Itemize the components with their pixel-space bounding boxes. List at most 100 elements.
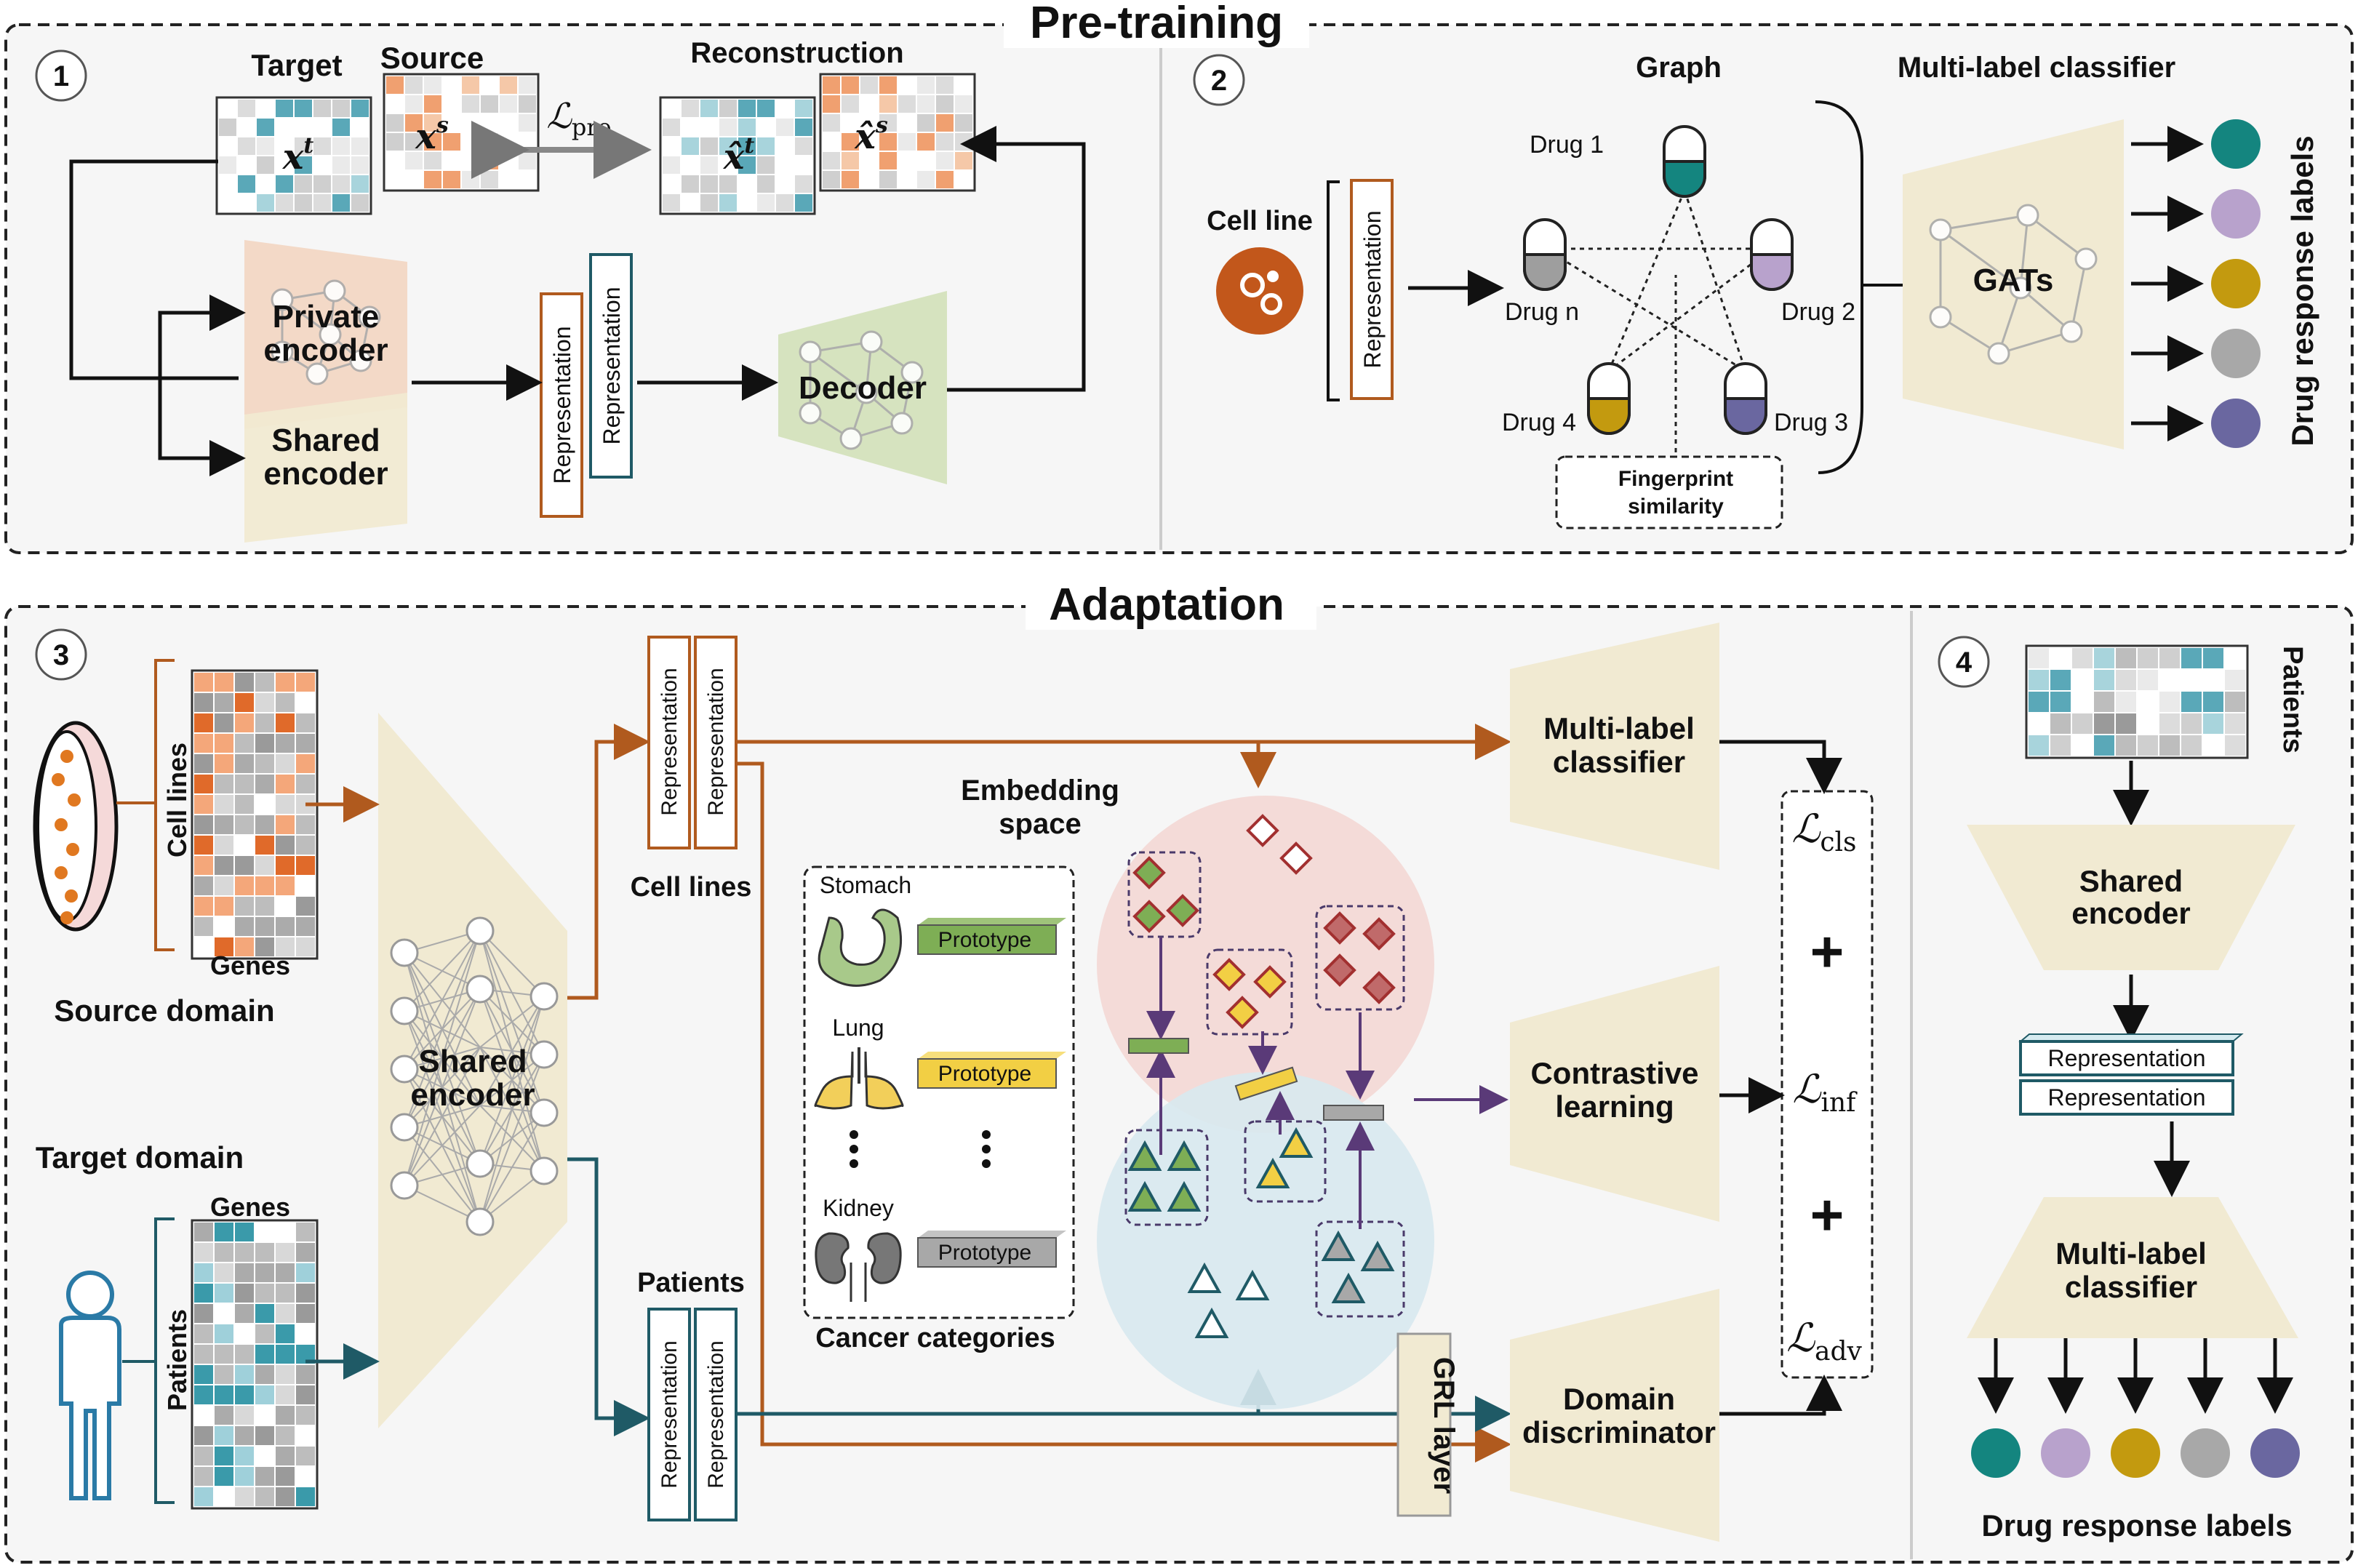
patients-label-p4: Patients: [2277, 646, 2308, 753]
target-label: Target: [251, 48, 342, 82]
matrix-cell: [2072, 670, 2093, 690]
matrix-cell: [842, 76, 859, 94]
matrix-cell: [194, 734, 213, 753]
svg-text:2: 2: [1211, 65, 1227, 97]
embedding-diamond: [1166, 894, 1199, 927]
matrix-cell: [719, 137, 737, 155]
matrix-cell: [776, 119, 794, 136]
matrix-cell: [955, 133, 972, 151]
matrix-cell: [238, 137, 255, 155]
matrix-cell: [879, 114, 897, 132]
matrix-cell: [719, 175, 737, 193]
matrix-cell: [738, 119, 756, 136]
matrix-cell: [235, 693, 254, 712]
matrix-cell: [2050, 648, 2071, 668]
matrix-cell: [276, 194, 293, 212]
embedding-diamond: [1253, 965, 1287, 999]
matrix-cell: [296, 1447, 315, 1465]
matrix-cell: [2159, 735, 2180, 756]
matrix-cell: [663, 194, 680, 212]
drug-3-label: Drug 3: [1774, 409, 1848, 436]
matrix-cell: [296, 1304, 315, 1323]
output-label-circle: [2041, 1428, 2090, 1478]
genes-axis-source: Genes: [210, 951, 290, 980]
patient-person-icon: [59, 1271, 121, 1500]
matrix-cell: [194, 836, 213, 855]
matrix-cell: [2181, 670, 2202, 690]
matrix-cell: [276, 100, 293, 117]
matrix-cell: [2050, 692, 2071, 712]
matrix-cell: [860, 171, 878, 188]
matrix-cell: [276, 1406, 295, 1425]
matrix-cell: [194, 1447, 213, 1465]
matrix-cell: [2225, 692, 2245, 712]
matrix-cell: [235, 917, 254, 936]
matrix-cell: [295, 175, 312, 193]
matrix-cell: [235, 1304, 254, 1323]
matrix-cell: [462, 114, 479, 132]
matrix-cell: [2116, 648, 2136, 668]
drug-3-pill: [1724, 362, 1767, 435]
matrix-cell: [235, 1243, 254, 1262]
embedding-cluster: [1315, 905, 1405, 1011]
output-label-circle: [1971, 1428, 2021, 1478]
matrix-cell: [719, 119, 737, 136]
matrix-cell: [238, 100, 255, 117]
encoder-node: [465, 916, 495, 945]
svg-text:Representation: Representation: [2047, 1045, 2205, 1071]
output-label-circle: [2211, 399, 2261, 448]
matrix-cell: [424, 152, 441, 169]
matrix-cell: [424, 133, 441, 151]
matrix-cell: [351, 119, 369, 136]
matrix-cell: [386, 133, 404, 151]
matrix-cell: [424, 76, 441, 94]
shared-encoder-p4: Shared encoder: [1967, 825, 2295, 970]
matrix-cell: [276, 1324, 295, 1343]
matrix-cell: [500, 133, 517, 151]
matrix-cell: [276, 1263, 295, 1282]
matrix-cell: [936, 114, 954, 132]
matrix-cell: [386, 76, 404, 94]
encoder-node: [390, 1055, 419, 1084]
embedding-diamond: [1212, 958, 1246, 991]
matrix-cell: [879, 95, 897, 113]
matrix-cell: [405, 95, 423, 113]
matrix-cell: [500, 76, 517, 94]
matrix-cell: [757, 175, 775, 193]
svg-text:Prototype: Prototype: [938, 928, 1031, 952]
matrix-cell: [276, 175, 293, 193]
matrix-cell: [795, 137, 812, 155]
matrix-cell: [405, 152, 423, 169]
matrix-cell: [194, 1223, 213, 1241]
matrix-cell: [332, 194, 350, 212]
matrix-cell: [257, 156, 274, 174]
matrix-cell: [481, 76, 498, 94]
panel-4-inference: Patients Shared encoder Representation R…: [1967, 644, 2308, 1543]
matrix-cell: [296, 1263, 315, 1282]
matrix-cell: [823, 95, 840, 113]
loss-cls: ℒcls: [1791, 806, 1856, 857]
matrix-cell: [194, 1304, 213, 1323]
matrix-cell: [296, 734, 315, 753]
panel-number-4: 4: [1938, 636, 1990, 688]
matrix-cell: [276, 1284, 295, 1303]
embedding-cluster: [1127, 851, 1202, 938]
matrix-cell: [351, 100, 369, 117]
matrix-cell: [255, 897, 274, 916]
matrix-cell: [296, 754, 315, 773]
matrix-cell: [795, 119, 812, 136]
matrix-cell: [219, 156, 236, 174]
matrix-cell: [2094, 735, 2114, 756]
grl-layer: GRL layer: [1396, 1332, 1460, 1517]
matrix-cell: [255, 1304, 274, 1323]
matrix-cell: [2203, 692, 2223, 712]
matrix-cell: [738, 194, 756, 212]
matrix-cell: [823, 171, 840, 188]
embedding-triangle: [1235, 1269, 1270, 1300]
matrix-cell: [257, 175, 274, 193]
matrix-cell: [215, 693, 233, 712]
matrix-cell: [405, 76, 423, 94]
panel-number-3: 3: [35, 628, 87, 681]
matrix-cell: [936, 133, 954, 151]
